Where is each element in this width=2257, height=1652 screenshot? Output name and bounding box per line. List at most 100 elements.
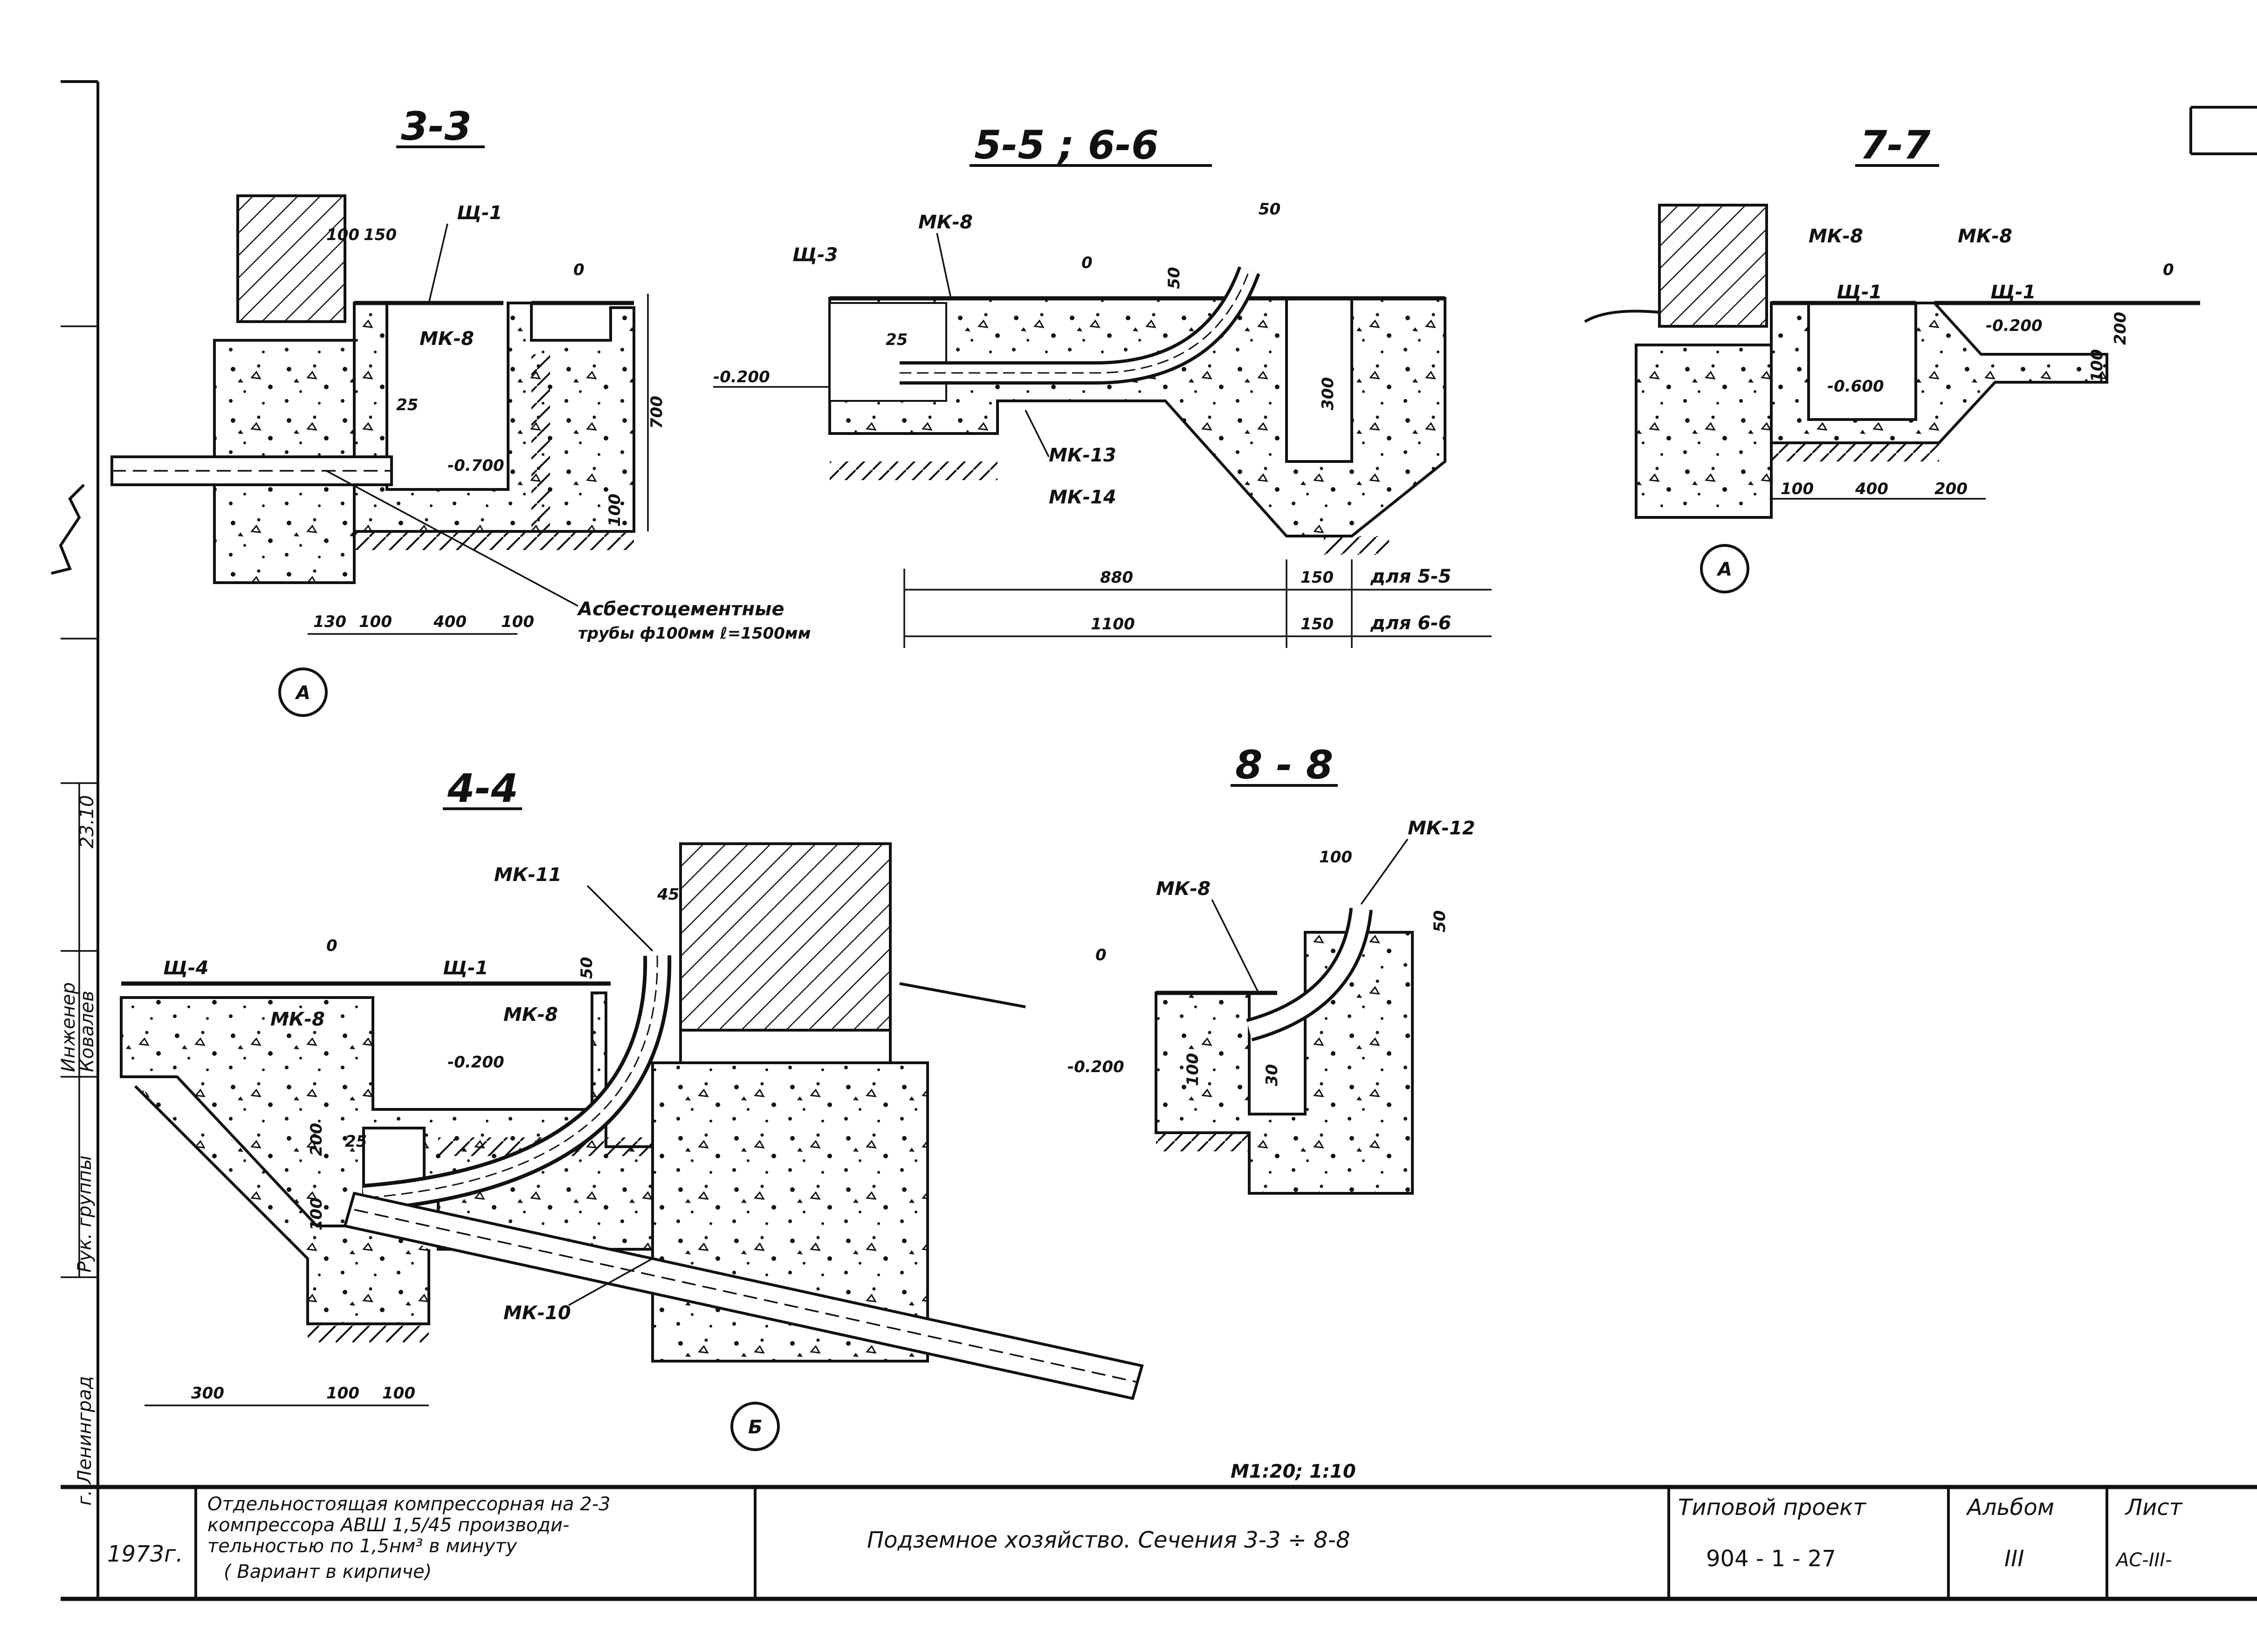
- elev-0200: -0.200: [713, 368, 770, 386]
- desc-line-1: Отдельностоящая компрессорная на 2-3: [207, 1494, 611, 1515]
- label-mk8: МК-8: [918, 212, 973, 233]
- dim-50: 50: [578, 957, 596, 979]
- dim-100b: 100: [1781, 480, 1814, 498]
- sheet-number: АС-III-: [2115, 1549, 2172, 1571]
- channel-concrete: [353, 302, 635, 533]
- sheet-frame: [61, 80, 2257, 1601]
- dim-100-vert: 100: [606, 494, 624, 527]
- album-label: Альбом: [1966, 1494, 2054, 1521]
- dim-200: 200: [2111, 312, 2130, 345]
- dim-150a: 150: [1301, 568, 1334, 587]
- dim-25: 25: [886, 330, 908, 349]
- section-title-5-5: 5-5 ; 6-6: [974, 122, 1159, 168]
- dim-0: 0: [573, 261, 585, 279]
- dim-0: 0: [1095, 946, 1107, 964]
- section-5-5-6-6: 5-5 ; 6-6 Щ-3 МК-8 0 50 50 25 -0.200 300…: [713, 122, 1492, 648]
- label-sh4: Щ-4: [163, 957, 208, 979]
- dim-25: 25: [396, 396, 418, 414]
- label-sh1: Щ-1: [443, 957, 488, 979]
- dim-880: 880: [1100, 568, 1133, 587]
- label-mk11: МК-11: [494, 864, 562, 886]
- desc-line-4: ( Вариант в кирпиче): [224, 1561, 432, 1583]
- dim-100: 100: [326, 226, 359, 244]
- section-title-4-4: 4-4: [447, 765, 518, 811]
- section-4-4: 4-4 МК-11 45 50 0 Щ-4 Щ-1 МК-8 МК-8 -0.2…: [120, 765, 1144, 1451]
- label-mk8b: МК-8: [1958, 226, 2012, 247]
- label-sh3: Щ-3: [792, 244, 838, 266]
- dim-50: 50: [1259, 200, 1280, 219]
- elev-0600: -0.600: [1827, 377, 1884, 396]
- scale-label: М1:20; 1:10: [1231, 1461, 1356, 1482]
- city-label: г. Ленинград: [74, 1376, 96, 1506]
- label-mk10: МК-10: [503, 1302, 571, 1324]
- date-label: 23.10: [76, 795, 98, 848]
- role-group-lead: Рук. группы: [74, 1156, 96, 1273]
- elev-0200: -0.200: [1067, 1058, 1124, 1076]
- for-6-6: для 6-6: [1370, 613, 1451, 634]
- project-label: Типовой проект: [1678, 1494, 1867, 1521]
- dim-50: 50: [1431, 910, 1449, 932]
- project-number: 904 - 1 - 27: [1706, 1546, 1836, 1572]
- dim-300: 300: [1319, 377, 1337, 410]
- dim-30: 30: [1263, 1064, 1281, 1086]
- dim-0: 0: [326, 936, 337, 955]
- desc-line-2: компрессора АВШ 1,5/45 производи-: [207, 1514, 569, 1536]
- dim-100: 100: [1319, 848, 1352, 867]
- label-mk12: МК-12: [1408, 818, 1475, 839]
- callout-A-2-text: А: [1716, 559, 1732, 580]
- section-title-7-7: 7-7: [1860, 122, 1931, 168]
- elev-0200: -0.200: [447, 1053, 504, 1072]
- channel-concrete: [828, 297, 1446, 537]
- dim-300: 300: [191, 1384, 224, 1403]
- dim-25: 25: [345, 1132, 367, 1151]
- note-asbestos: Асбестоцементные: [577, 599, 784, 620]
- dim-0: 0: [2163, 261, 2174, 279]
- label-mk8: МК-8: [1156, 878, 1211, 900]
- dim-200: 200: [307, 1123, 326, 1156]
- note-pipes: трубы ф100мм ℓ=1500мм: [578, 624, 811, 643]
- elev-0700: -0.700: [447, 456, 504, 475]
- sheet-main-title: Подземное хозяйство. Сечения 3-3 ÷ 8-8: [867, 1527, 1350, 1553]
- dim-400: 400: [433, 613, 467, 631]
- dim-100-vert: 100: [1184, 1053, 1202, 1086]
- foundation-block: [1635, 344, 1773, 519]
- dim-0: 0: [1081, 254, 1093, 272]
- callout-A-1: [278, 668, 328, 717]
- left-strip: г. Ленинград Рук. группы Инженер Ковалев…: [51, 325, 98, 1506]
- dim-45: 45: [657, 885, 679, 904]
- elev-0200: -0.200: [1986, 317, 2043, 335]
- role-engineer: Инженер: [58, 982, 79, 1072]
- title-block: 1973г. Отдельностоящая компрессорная на …: [107, 1487, 2183, 1599]
- year-label: 1973г.: [107, 1541, 183, 1567]
- engineer-name: Ковалев: [76, 991, 98, 1072]
- brick-wall: [236, 194, 346, 323]
- for-5-5: для 5-5: [1370, 566, 1451, 587]
- desc-line-3: тельностью по 1,5нм³ в минуту: [207, 1535, 518, 1557]
- callout-B-text: Б: [748, 1417, 763, 1438]
- channel-concrete: [1770, 302, 2108, 444]
- dim-50b: 50: [1165, 267, 1184, 289]
- section-8-8: 8 - 8 МК-12 МК-8 100 50 0 -0.200 100 30: [1067, 742, 1475, 1195]
- dim-100a: 100: [326, 1384, 359, 1403]
- dim-130: 130: [313, 613, 346, 631]
- dim-100c: 100: [501, 613, 534, 631]
- dim-100b: 100: [359, 613, 392, 631]
- callout-B: [730, 1402, 780, 1451]
- label-sh1b: Щ-1: [1990, 282, 2036, 303]
- section-title-3-3: 3-3: [401, 103, 472, 149]
- label-mk8: МК-8: [420, 328, 474, 350]
- dim-200b: 200: [1934, 480, 1968, 498]
- label-mk13: МК-13: [1049, 445, 1116, 466]
- album-number: III: [2004, 1546, 2024, 1572]
- callout-A-1-text: А: [295, 682, 310, 704]
- brick-wall: [679, 842, 892, 1032]
- label-mk8a: МК-8: [1809, 226, 1863, 247]
- dim-100b: 100: [382, 1384, 415, 1403]
- section-3-3: 3-3 Щ-1 МК-8 100 150 0 25 -0.700 700 100…: [110, 103, 811, 717]
- dim-100: 100: [307, 1198, 326, 1231]
- label-mk8a: МК-8: [270, 1009, 325, 1030]
- callout-A-2: [1700, 544, 1749, 593]
- label-mk8b: МК-8: [503, 1004, 558, 1026]
- brick-wall: [1658, 204, 1768, 328]
